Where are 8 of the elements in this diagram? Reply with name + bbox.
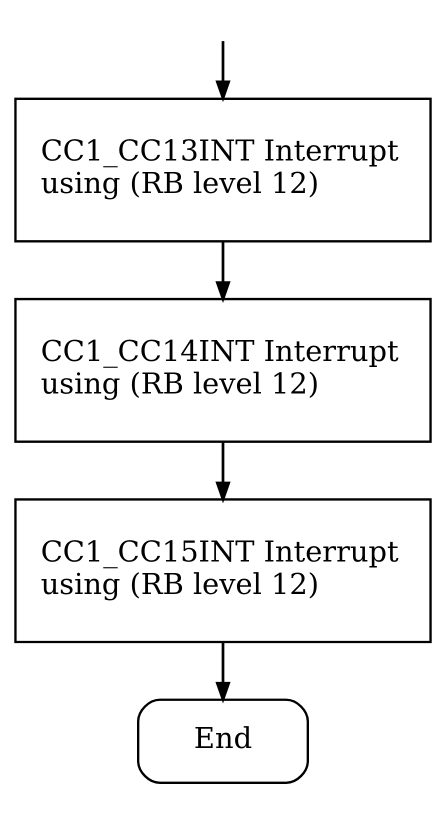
arrow — [215, 442, 231, 503]
node-box: CC1_CC15INT Interrupt using (RB level 12) — [14, 498, 432, 643]
arrow — [215, 40, 231, 102]
node-box: CC1_CC14INT Interrupt using (RB level 12) — [14, 297, 432, 442]
arrow — [215, 241, 231, 302]
arrow — [215, 642, 231, 704]
node-box: End — [137, 698, 309, 784]
node-box: CC1_CC13INT Interrupt using (RB level 12) — [14, 97, 432, 242]
